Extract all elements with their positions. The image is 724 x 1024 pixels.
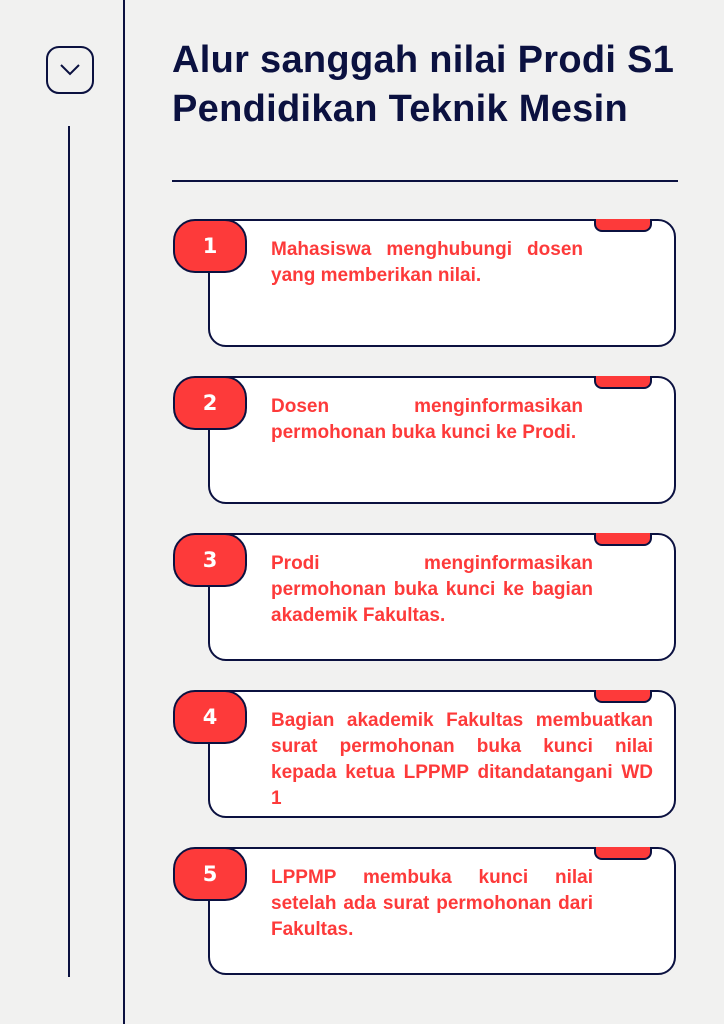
- page-title: Alur sanggah nilai Prodi S1 Pendidikan T…: [172, 39, 675, 130]
- step-number-badge: 4: [173, 690, 247, 744]
- step-text: LPPMP membuka kunci nilai setelah ada su…: [271, 867, 593, 940]
- step-text: Prodi menginformasikan permohonan buka k…: [271, 553, 593, 626]
- step-card-5: 5 LPPMP membuka kunci nilai setelah ada …: [173, 847, 676, 975]
- step-number-badge: 1: [173, 219, 247, 273]
- step-number-badge: 2: [173, 376, 247, 430]
- card-tab: [594, 533, 652, 546]
- step-text: Bagian akademik Fakultas membuatkan sura…: [271, 710, 653, 809]
- card-tab: [594, 376, 652, 389]
- timeline-line: [68, 126, 70, 977]
- title-underline: [172, 180, 678, 182]
- step-card-4: 4 Bagian akademik Fakultas membuatkan su…: [173, 690, 676, 818]
- step-text: Dosen menginformasikan permohonan buka k…: [271, 396, 583, 443]
- step-number-badge: 5: [173, 847, 247, 901]
- card-tab: [594, 690, 652, 703]
- card-tab: [594, 219, 652, 232]
- step-card-2: 2 Dosen menginformasikan permohonan buka…: [173, 376, 676, 504]
- step-card-3: 3 Prodi menginformasikan permohonan buka…: [173, 533, 676, 661]
- step-number-badge: 3: [173, 533, 247, 587]
- vertical-divider: [123, 0, 125, 1024]
- chevron-down-icon: [60, 64, 80, 76]
- step-text: Mahasiswa menghubungi dosen yang memberi…: [271, 239, 583, 286]
- chevron-down-button[interactable]: [46, 46, 94, 94]
- card-tab: [594, 847, 652, 860]
- step-card-1: 1 Mahasiswa menghubungi dosen yang membe…: [173, 219, 676, 347]
